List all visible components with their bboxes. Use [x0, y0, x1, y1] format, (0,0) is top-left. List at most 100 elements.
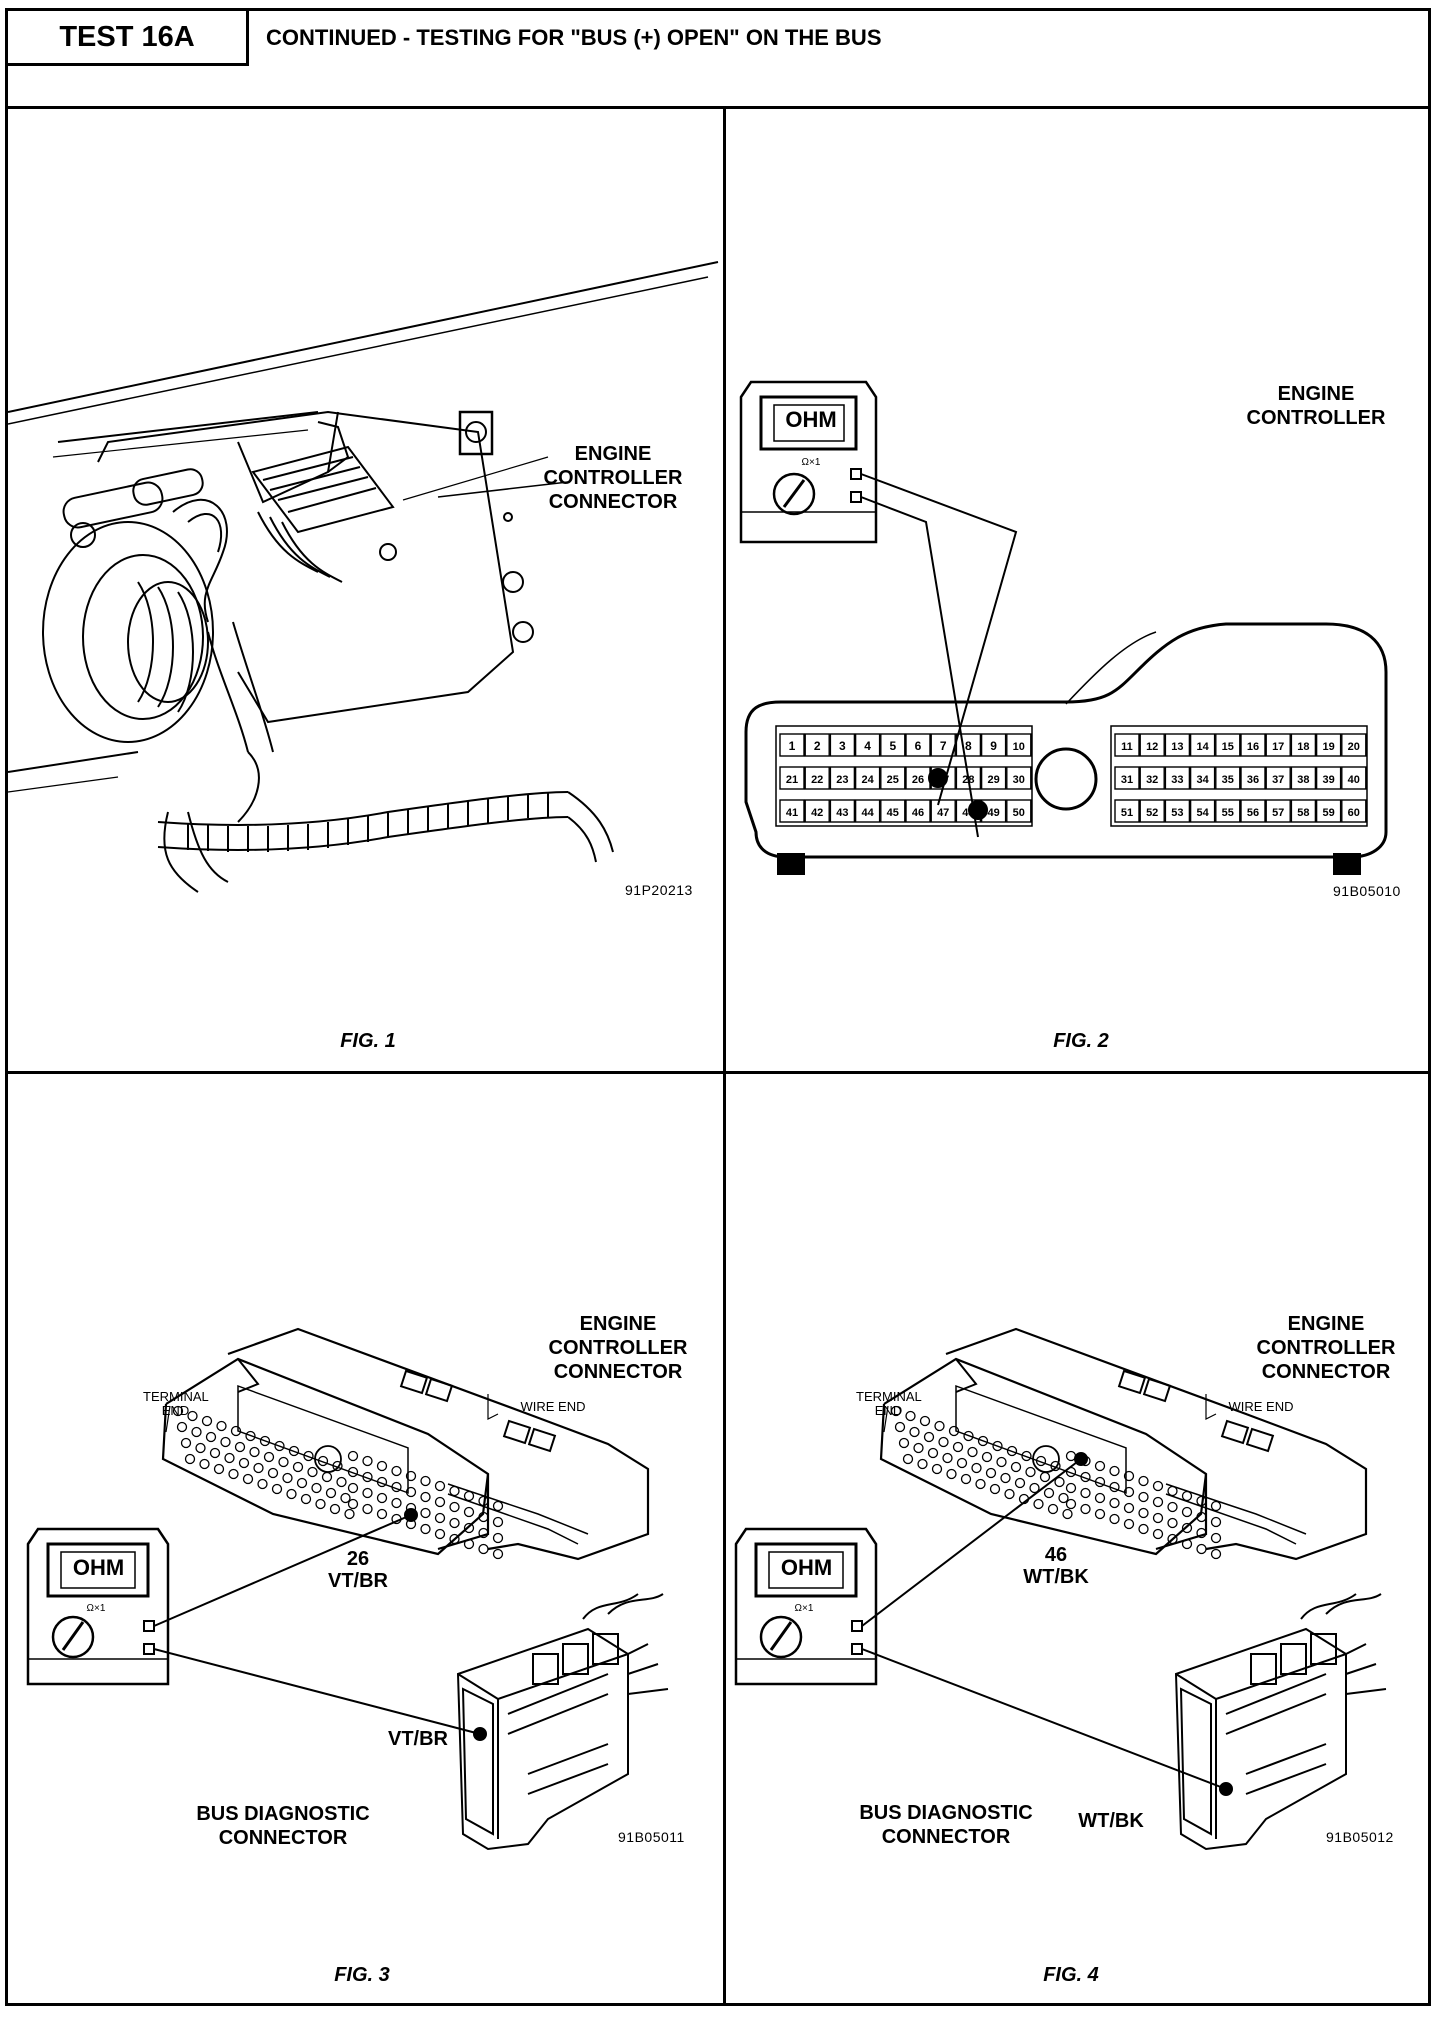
pin-number-3: 3	[839, 739, 846, 753]
pin-cell-12	[1139, 733, 1165, 757]
pin-cell-47	[930, 799, 956, 823]
ohmmeter-icon	[26, 1527, 170, 1686]
fig1-label: FIG. 1	[340, 1030, 396, 1052]
pin-cell-13	[1164, 733, 1191, 757]
connector-pin-icon	[292, 1461, 304, 1473]
connector-pin-icon	[300, 1493, 312, 1505]
connector-pin-icon	[362, 1487, 373, 1499]
pin-cell-40	[1341, 766, 1367, 790]
connector-pin-icon	[242, 1473, 254, 1485]
connector-pin-icon	[975, 1478, 986, 1490]
pin-number-24: 24	[861, 774, 874, 786]
pin-number-13: 13	[1171, 741, 1183, 753]
connector-pin-icon	[315, 1498, 326, 1510]
connector-pin-icon	[253, 1462, 264, 1474]
connector-pin-icon	[347, 1482, 359, 1494]
connector-pin-icon	[1196, 1495, 1207, 1507]
connector-pin-icon	[434, 1480, 446, 1492]
connector-pin-icon	[981, 1451, 993, 1463]
panel-divider-vertical	[723, 109, 726, 2006]
pin-cell-11	[1114, 733, 1140, 757]
connector-pin-icon	[1167, 1501, 1178, 1513]
fig2-meter-text: OHM	[785, 407, 837, 432]
connector-pin-icon	[180, 1437, 192, 1449]
connector-pin-icon	[1210, 1516, 1222, 1528]
pin-number-58: 58	[1297, 807, 1309, 819]
fig3-panel: ENGINE CONTROLLER CONNECTOR TERMINAL END…	[8, 1074, 723, 2006]
pin-number-55: 55	[1222, 807, 1234, 819]
connector-pin-icon	[1004, 1488, 1015, 1500]
connector-pin-icon	[362, 1503, 373, 1515]
connector-pin-icon	[391, 1481, 402, 1493]
fig3-terminal-end: TERMINAL END	[143, 1389, 209, 1418]
connector-pin-icon	[1094, 1508, 1106, 1520]
connector-pin-icon	[376, 1492, 388, 1504]
pin-cell-33	[1164, 766, 1191, 790]
pin-number-52: 52	[1146, 807, 1158, 819]
pin-number-2: 2	[814, 739, 821, 753]
connector-pin-icon	[1109, 1481, 1120, 1493]
pin-number-57: 57	[1272, 807, 1284, 819]
connector-pin-icon	[1152, 1496, 1164, 1508]
test-label: TEST 16A	[8, 11, 249, 66]
pin-number-4: 4	[864, 739, 871, 753]
pin-number-19: 19	[1322, 741, 1334, 753]
pin-cell-42	[804, 799, 830, 823]
connector-pin-icon	[1138, 1507, 1149, 1519]
connector-pin-icon	[1033, 1498, 1044, 1510]
connector-pin-icon	[449, 1517, 460, 1529]
connector-pin-icon	[1210, 1548, 1222, 1560]
pin-number-41: 41	[786, 807, 798, 819]
connector-pin-icon	[1010, 1461, 1022, 1473]
pin-cell-1	[779, 733, 805, 757]
connector-pin-icon	[249, 1446, 260, 1458]
pin-cell-23	[829, 766, 856, 790]
connector-pin-icon	[946, 1468, 957, 1480]
connector-pin-icon	[449, 1501, 460, 1513]
pin-cell-5	[880, 733, 906, 757]
pin-number-7: 7	[940, 739, 947, 753]
connector-pin-icon	[989, 1483, 1001, 1495]
connector-pin-icon	[492, 1516, 504, 1528]
connector-pin-icon	[1047, 1503, 1059, 1515]
document-page: TEST 16A CONTINUED - TESTING FOR "BUS (+…	[5, 8, 1431, 2006]
pin-number-29: 29	[987, 774, 999, 786]
pin-cell-51	[1114, 799, 1140, 823]
connector-pin-icon	[1181, 1490, 1193, 1502]
connector-pin-icon	[1123, 1470, 1135, 1482]
connector-pin-icon	[362, 1455, 373, 1467]
connector-pin-icon	[449, 1485, 460, 1497]
pin-number-42: 42	[811, 807, 823, 819]
pin-cell-8	[955, 733, 982, 757]
connector-pin-icon	[282, 1472, 293, 1484]
pin-number-12: 12	[1146, 741, 1158, 753]
pin-number-46: 46	[912, 807, 924, 819]
connector-pin-icon	[934, 1420, 945, 1432]
fig1-panel: ENGINE CONTROLLER CONNECTOR 91P20213 FIG…	[8, 112, 723, 1071]
pin-number-16: 16	[1247, 741, 1259, 753]
connector-pin-icon	[1167, 1517, 1178, 1529]
pin-cell-21	[779, 766, 805, 790]
connector-pin-icon	[209, 1447, 221, 1459]
pin-cell-29	[980, 766, 1007, 790]
connector-pin-icon	[420, 1507, 431, 1519]
connector-pin-icon	[909, 1426, 920, 1438]
connector-pin-icon	[1196, 1543, 1207, 1555]
connector-pin-icon	[463, 1506, 475, 1518]
pin-cell-54	[1189, 799, 1216, 823]
connector-pin-icon	[931, 1463, 943, 1475]
pin-number-15: 15	[1222, 741, 1234, 753]
connector-pin-icon	[1138, 1475, 1149, 1487]
pin-number-50: 50	[1013, 807, 1025, 819]
pin-number-31: 31	[1121, 774, 1133, 786]
pin-number-25: 25	[887, 774, 899, 786]
fig3-wire-end: WIRE END	[520, 1399, 586, 1414]
pin-number-5: 5	[889, 739, 896, 753]
fig3-meter-text: OHM	[72, 1555, 125, 1580]
pin-number-20: 20	[1348, 741, 1360, 753]
connector-pin-icon	[376, 1460, 388, 1472]
connector-pin-icon	[1109, 1513, 1120, 1525]
fig4-drawing	[734, 1327, 1387, 1851]
pin-number-38: 38	[1297, 774, 1309, 786]
